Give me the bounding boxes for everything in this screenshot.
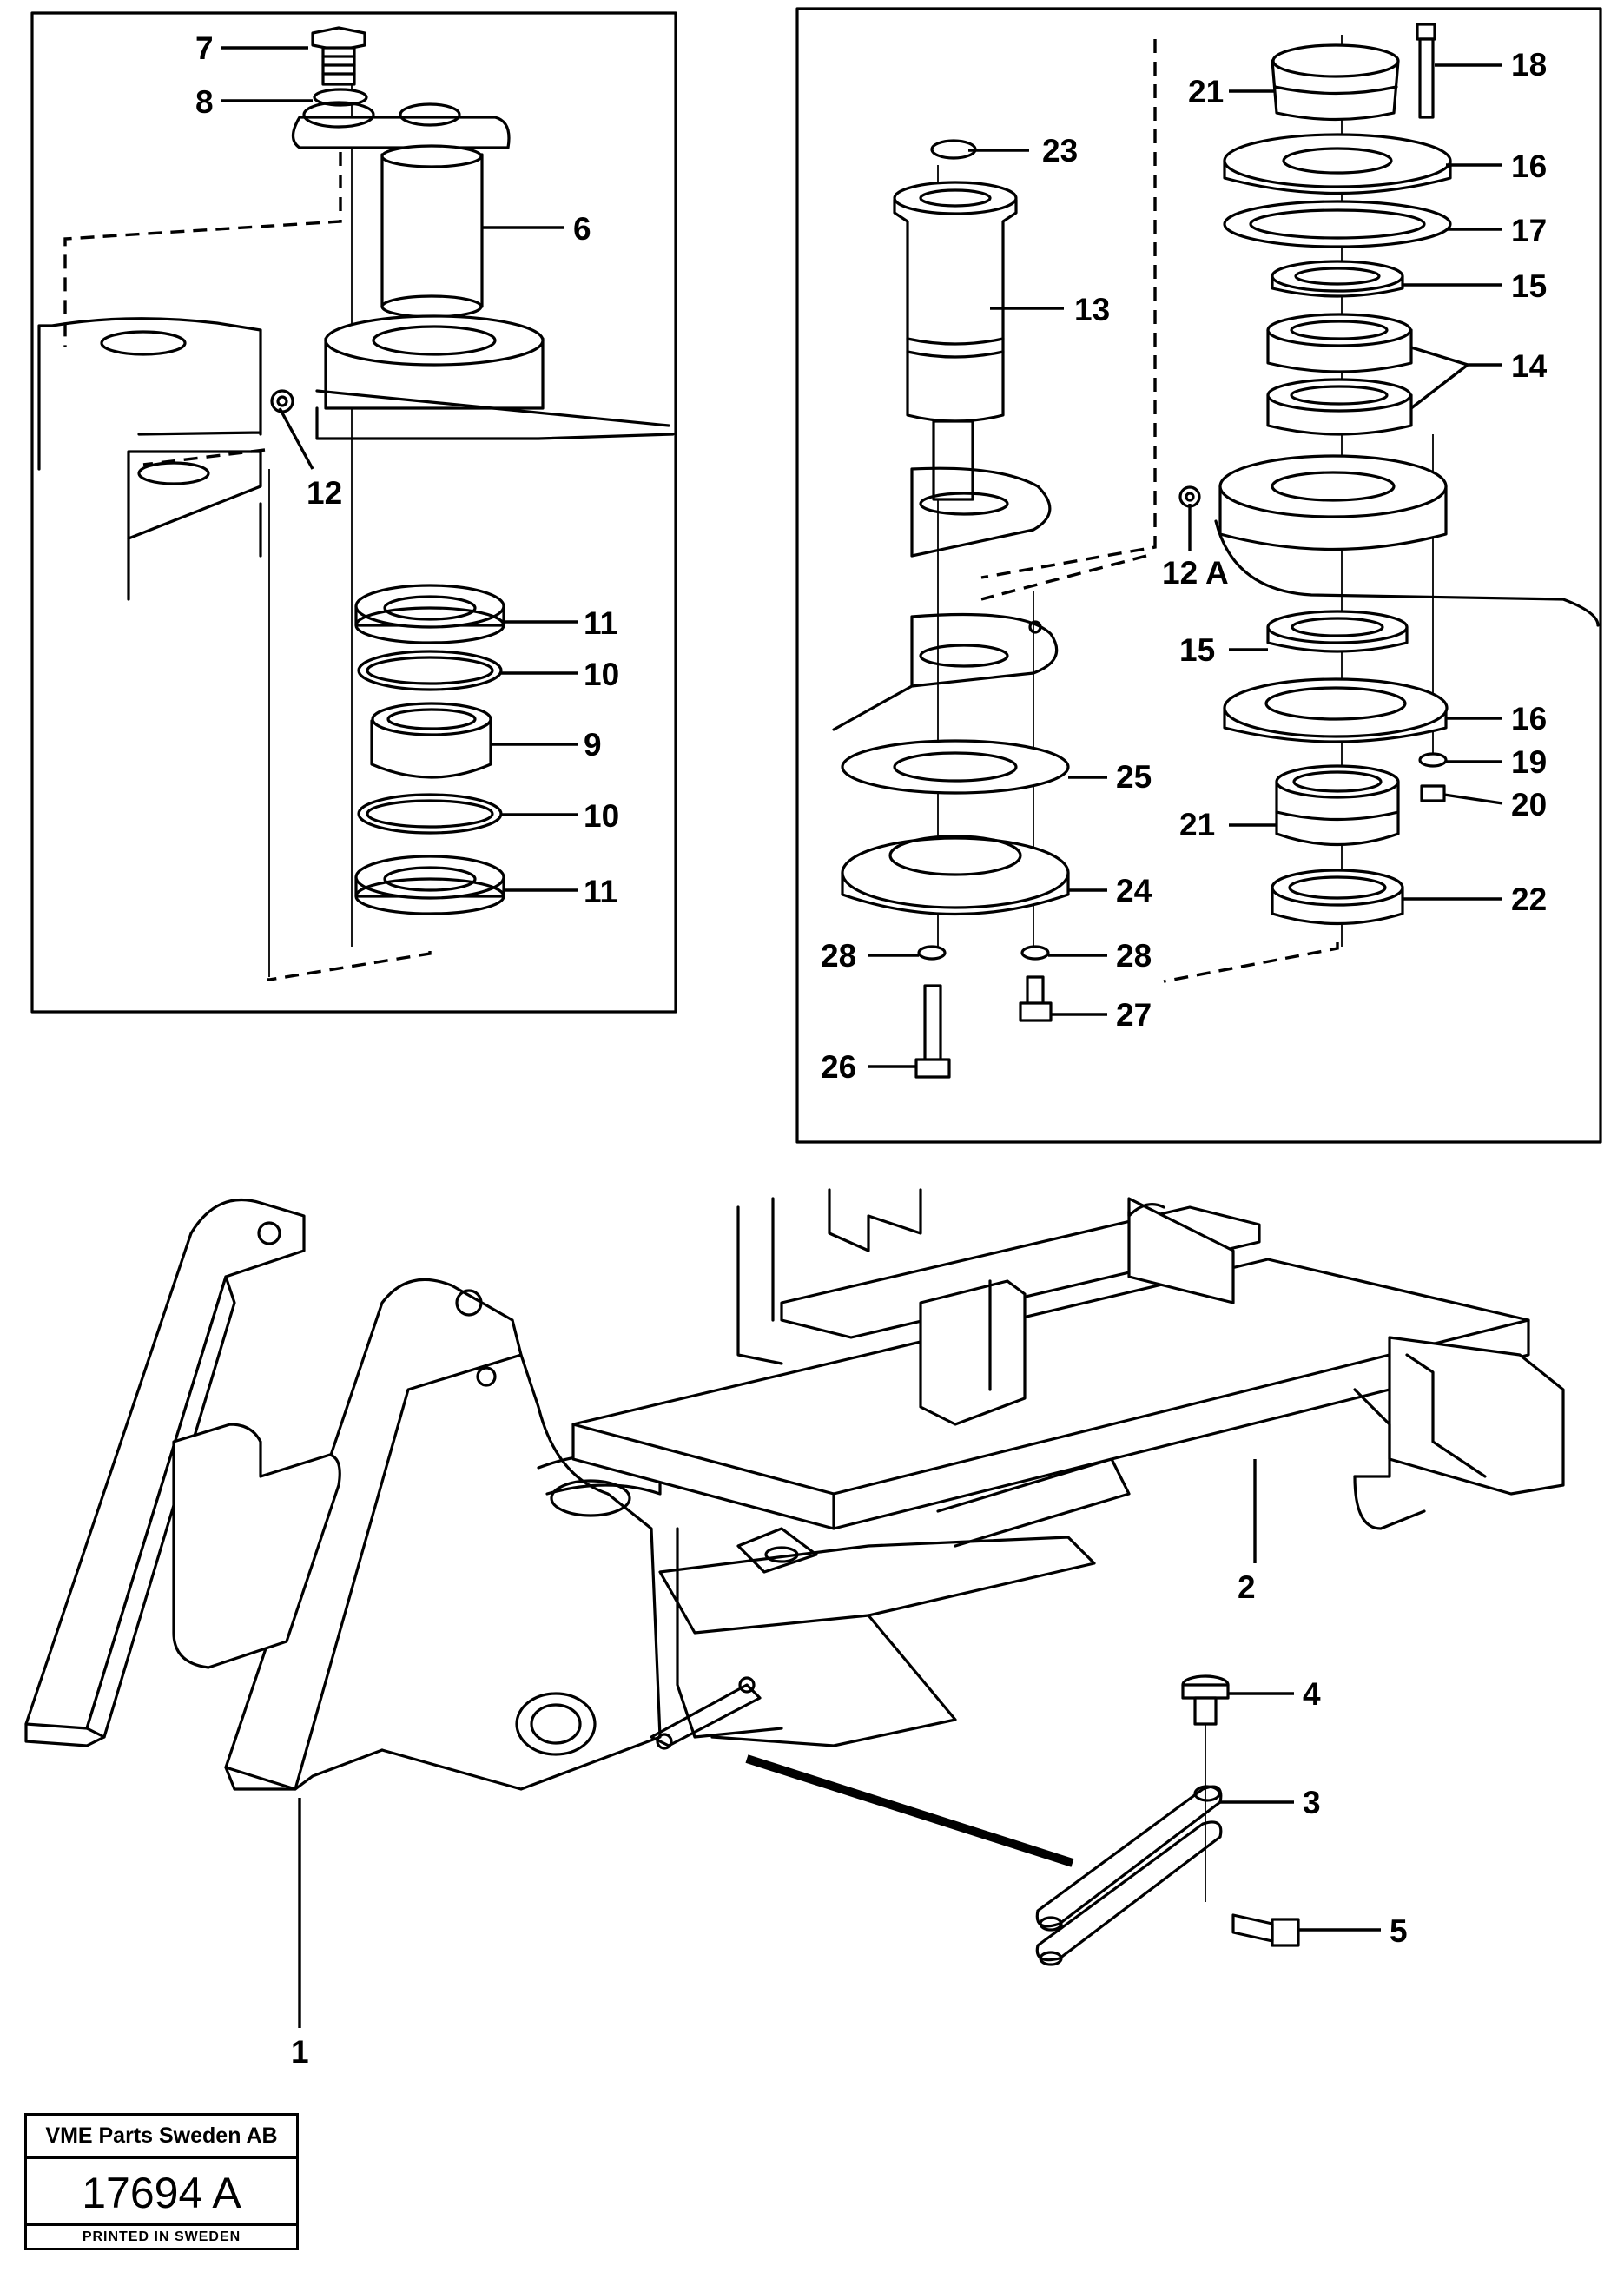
pin-4 [1181, 1674, 1230, 1726]
rear-frame-2 [571, 1188, 1565, 1750]
bolt-5 [1231, 1913, 1300, 1947]
callout-16-top: 16 [1511, 149, 1547, 184]
stamp-printed-in: PRINTED IN SWEDEN [27, 2223, 296, 2248]
callout-22: 22 [1511, 882, 1547, 917]
washer-28-left [917, 945, 947, 961]
callout-26: 26 [821, 1049, 856, 1085]
lock-plate [291, 101, 511, 149]
callout-27: 27 [1116, 997, 1152, 1033]
callout-10-top: 10 [584, 657, 619, 692]
callout-1: 1 [291, 2034, 309, 2070]
washer-8 [313, 88, 368, 107]
callout-15-bottom: 15 [1179, 632, 1215, 668]
callout-13: 13 [1074, 292, 1110, 327]
hub-ring [270, 314, 675, 440]
callout-21-bottom: 21 [1179, 807, 1215, 842]
callout-12: 12 [307, 475, 342, 511]
housing-21-top [1271, 43, 1400, 122]
seal-15-top [1271, 260, 1404, 298]
callout-17: 17 [1511, 213, 1547, 248]
callout-16-bottom: 16 [1511, 701, 1547, 736]
callout-24: 24 [1116, 873, 1152, 908]
callout-11-top: 11 [584, 605, 617, 641]
callout-18: 18 [1511, 47, 1547, 83]
frame-assembly: 1 2 4 3 5 [24, 1188, 1565, 2070]
washer-28-right [1020, 945, 1050, 961]
flange-16-top [1223, 133, 1452, 195]
detail-box-right: 23 13 21 18 16 17 15 14 12 A 15 16 19 20… [795, 7, 1602, 1144]
callout-20: 20 [1511, 787, 1547, 822]
callout-15-top: 15 [1511, 268, 1547, 304]
bolt-27 [1019, 975, 1053, 1022]
callout-21-top: 21 [1188, 74, 1224, 109]
pin-13 [893, 181, 1018, 501]
callout-19: 19 [1511, 744, 1547, 780]
stamp-illustration-code: 17694 A [82, 2169, 241, 2217]
pin-6 [380, 144, 484, 319]
circlip-10-bottom [357, 793, 503, 835]
callout-28-right: 28 [1116, 938, 1152, 974]
housing-21-bottom [1275, 764, 1400, 847]
bolt-7 [311, 26, 366, 86]
detail-box-left: 7 8 6 12 11 10 9 10 11 [30, 11, 677, 1014]
washer-19 [1418, 752, 1448, 768]
stamp-company: VME Parts Sweden AB [27, 2116, 296, 2159]
callout-8: 8 [195, 84, 214, 120]
circlip-10-top [357, 650, 503, 691]
callout-9: 9 [584, 727, 602, 763]
bearing-14-bottom [1266, 378, 1413, 436]
bolt-18 [1416, 23, 1436, 119]
bushing-9 [370, 702, 492, 779]
callout-7: 7 [195, 30, 214, 66]
callout-4: 4 [1303, 1676, 1321, 1712]
callout-12a: 12 A [1162, 555, 1229, 591]
ring-22 [1271, 869, 1404, 926]
nut-20 [1420, 784, 1446, 802]
stay-bar-3 [1035, 1785, 1223, 1966]
seal-11-bottom [354, 855, 505, 915]
callout-11-bottom: 11 [584, 874, 617, 909]
seal-11-top [354, 584, 505, 644]
callout-6: 6 [573, 211, 591, 247]
bolt-26 [914, 984, 951, 1079]
callout-3: 3 [1303, 1785, 1321, 1820]
front-frame-1 [24, 1199, 783, 1791]
shim-25 [841, 739, 1070, 795]
callout-28-left: 28 [821, 938, 856, 974]
publisher-stamp: VME Parts Sweden AB 17694 A PRINTED IN S… [24, 2113, 299, 2250]
hub-12a [1178, 454, 1600, 627]
callout-2: 2 [1238, 1569, 1256, 1605]
flange-16-bottom [1223, 677, 1449, 743]
plate-24 [841, 835, 1070, 916]
callout-14: 14 [1511, 348, 1548, 384]
callout-23: 23 [1042, 133, 1078, 168]
callout-10-bottom: 10 [584, 798, 619, 834]
callout-5: 5 [1390, 1913, 1408, 1949]
bearing-14-top [1266, 313, 1413, 373]
seal-15-bottom [1266, 610, 1409, 653]
gasket-17 [1223, 200, 1452, 248]
callout-25: 25 [1116, 759, 1152, 795]
